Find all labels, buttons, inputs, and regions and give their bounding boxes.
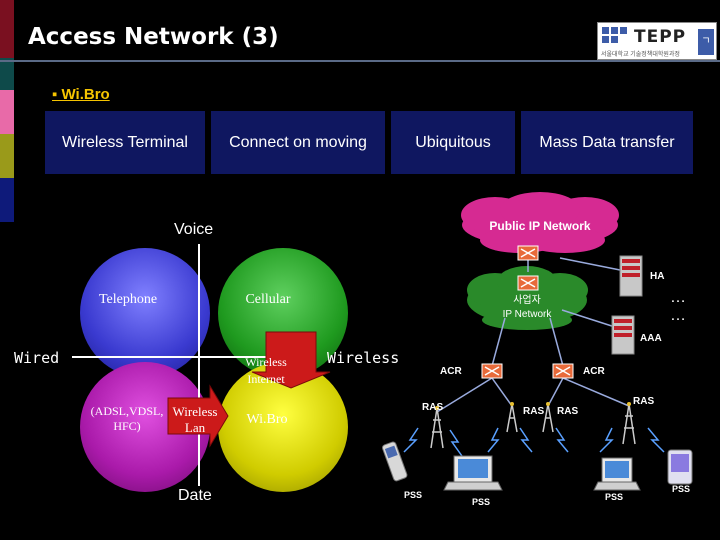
ellipsis-label: …	[670, 289, 686, 306]
pda-device-icon	[667, 449, 693, 485]
ras-tower-icon	[430, 406, 444, 449]
logo-mark-icon: ㄱ	[698, 29, 714, 55]
title-divider	[0, 60, 720, 62]
bullet-label: Wi.Bro	[61, 86, 110, 103]
ras-tower-icon	[622, 402, 636, 445]
pss-label: PSS	[472, 497, 490, 507]
radio-wave-icons	[403, 427, 665, 457]
phone-device-icon	[381, 441, 408, 482]
ras-tower-icon	[506, 402, 518, 433]
wired-data-label: (ADSL,VDSL, HFC)	[90, 404, 164, 433]
wireless-internet-label: Wireless Internet	[245, 355, 287, 386]
cellular-label: Cellular	[245, 292, 291, 307]
feature-box-wireless-terminal: Wireless Terminal	[45, 111, 205, 174]
acr-label: ACR	[583, 366, 605, 377]
strip-segment	[0, 90, 14, 134]
operator-cloud	[467, 266, 588, 330]
acr-label: ACR	[440, 366, 462, 377]
public-ip-label: Public IP Network	[489, 219, 590, 233]
feature-box-mass-data: Mass Data transfer	[521, 111, 693, 174]
router-icon	[517, 245, 539, 261]
axis-label-wireless: Wireless	[327, 349, 400, 367]
router-icon	[517, 275, 539, 291]
logo-subtitle: 서울대학교 기술정책대학원과정	[601, 52, 680, 58]
wibro-label: Wi.Bro	[246, 412, 288, 427]
feature-box-ubiquitous: Ubiquitous	[391, 111, 515, 174]
operator-label: 사업자	[513, 293, 541, 306]
tepp-logo: TEPP 서울대학교 기술정책대학원과정 ㄱ	[597, 22, 717, 60]
strip-segment	[0, 0, 14, 58]
aaa-label: AAA	[640, 333, 662, 344]
laptop-device-icon	[443, 455, 503, 491]
slide-title: Access Network (3)	[28, 24, 279, 50]
server-icon	[611, 315, 635, 355]
axis-label-voice: Voice	[174, 221, 214, 238]
axis-label-date: Date	[178, 487, 212, 504]
vertical-axis	[198, 244, 200, 486]
axis-label-wired: Wired	[14, 349, 60, 367]
pss-label: PSS	[672, 484, 690, 494]
telephone-label: Telephone	[98, 292, 158, 307]
ha-label: HA	[650, 271, 664, 282]
ellipsis-label: …	[670, 307, 686, 324]
operator-ip-label: IP Network	[503, 309, 553, 320]
strip-segment	[0, 134, 14, 178]
logo-word: TEPP	[634, 27, 687, 47]
public-ip-cloud	[461, 192, 619, 253]
ras-label: RAS	[633, 396, 654, 407]
network-links	[436, 255, 630, 413]
ras-label: RAS	[422, 402, 443, 413]
strip-segment	[0, 58, 14, 90]
router-icon	[552, 363, 574, 379]
ras-tower-icon	[542, 402, 554, 433]
ras-label: RAS	[557, 406, 578, 417]
feature-box-connect-on-moving: Connect on moving	[211, 111, 385, 174]
wireless-internet-arrow	[251, 331, 331, 389]
pss-label: PSS	[404, 490, 422, 500]
wireless-lan-label: Wireless Lan	[172, 404, 218, 435]
bullet-wibro: ▪ Wi.Bro	[52, 86, 110, 103]
server-icon	[619, 255, 643, 297]
laptop-device-icon	[593, 457, 641, 491]
pss-label: PSS	[605, 492, 623, 502]
horizontal-axis	[72, 356, 312, 358]
router-icon	[481, 363, 503, 379]
strip-segment	[0, 178, 14, 222]
ras-label: RAS	[523, 406, 544, 417]
wireless-lan-arrow	[167, 384, 229, 448]
